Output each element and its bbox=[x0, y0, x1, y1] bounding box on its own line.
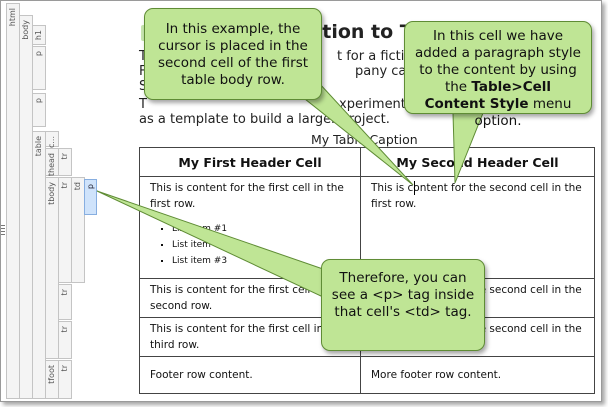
editor-window: html body h1 p p table c... thead tr tbo… bbox=[0, 0, 602, 402]
paragraph-fragment-3a: S bbox=[139, 79, 147, 94]
paragraph-fragment-1a: T bbox=[139, 49, 147, 64]
page-heading-fragment: ction to T bbox=[311, 21, 413, 43]
callout-bottom-text: Therefore, you can see a <p> tag inside … bbox=[331, 270, 475, 320]
tag-bar-p2[interactable]: p bbox=[32, 93, 46, 127]
tag-bar-p-cell[interactable]: p bbox=[84, 179, 97, 215]
tag-bar-td[interactable]: td bbox=[71, 177, 85, 283]
list-item: List item #2 bbox=[172, 240, 350, 250]
callout-bottom: Therefore, you can see a <p> tag inside … bbox=[321, 259, 485, 351]
tag-bar-tr-body3[interactable]: tr bbox=[58, 321, 72, 359]
text-cursor bbox=[414, 181, 415, 195]
left-callout-pointer bbox=[304, 82, 414, 186]
tag-bar-tr-foot[interactable]: tr bbox=[58, 360, 72, 399]
callout-left: In this example, the cursor is placed in… bbox=[144, 8, 322, 100]
callout-pointers bbox=[96, 82, 484, 298]
bottom-callout-pointer bbox=[96, 190, 324, 298]
callout-right-text-post: menu option. bbox=[474, 96, 572, 129]
tag-bar-h1[interactable]: h1 bbox=[32, 25, 46, 45]
callout-right-text-pre: In this cell we have added a paragraph s… bbox=[415, 28, 581, 95]
panel-splitter-handle[interactable] bbox=[1, 225, 5, 237]
paragraph-fragment-2a: F bbox=[139, 64, 147, 79]
paragraph-fragment-4a: T bbox=[139, 97, 147, 112]
tag-bar-tr-body2[interactable]: tr bbox=[58, 284, 72, 320]
footer-cell-2[interactable]: More footer row content. bbox=[360, 356, 595, 394]
footer-cell-1[interactable]: Footer row content. bbox=[139, 356, 361, 394]
tag-bar-caption[interactable]: c... bbox=[45, 131, 59, 148]
table-footer-row: Footer row content. More footer row cont… bbox=[139, 356, 595, 394]
cell-text: This is content for the first cell in th… bbox=[150, 284, 344, 312]
paragraph-fragment-4b: xperiment w bbox=[339, 97, 421, 112]
tag-bar-tr-head[interactable]: tr bbox=[58, 148, 72, 176]
header-cell-1[interactable]: My First Header Cell bbox=[139, 147, 361, 177]
cell-text: This is content for the first cell in th… bbox=[150, 182, 344, 210]
list-item: List item #3 bbox=[172, 256, 350, 266]
cell-paragraph: This is content for the second cell in t… bbox=[371, 182, 582, 210]
paragraph-fragment-1b: t for a fictio bbox=[337, 49, 413, 64]
callout-left-text: In this example, the cursor is placed in… bbox=[157, 21, 309, 88]
callout-right: In this cell we have added a paragraph s… bbox=[404, 21, 592, 129]
cell-text: This is content for the first cell in th… bbox=[150, 323, 344, 351]
tag-bar-p1[interactable]: p bbox=[32, 46, 46, 90]
callout-right-menu-option: Table>Cell Content Style bbox=[424, 79, 552, 112]
